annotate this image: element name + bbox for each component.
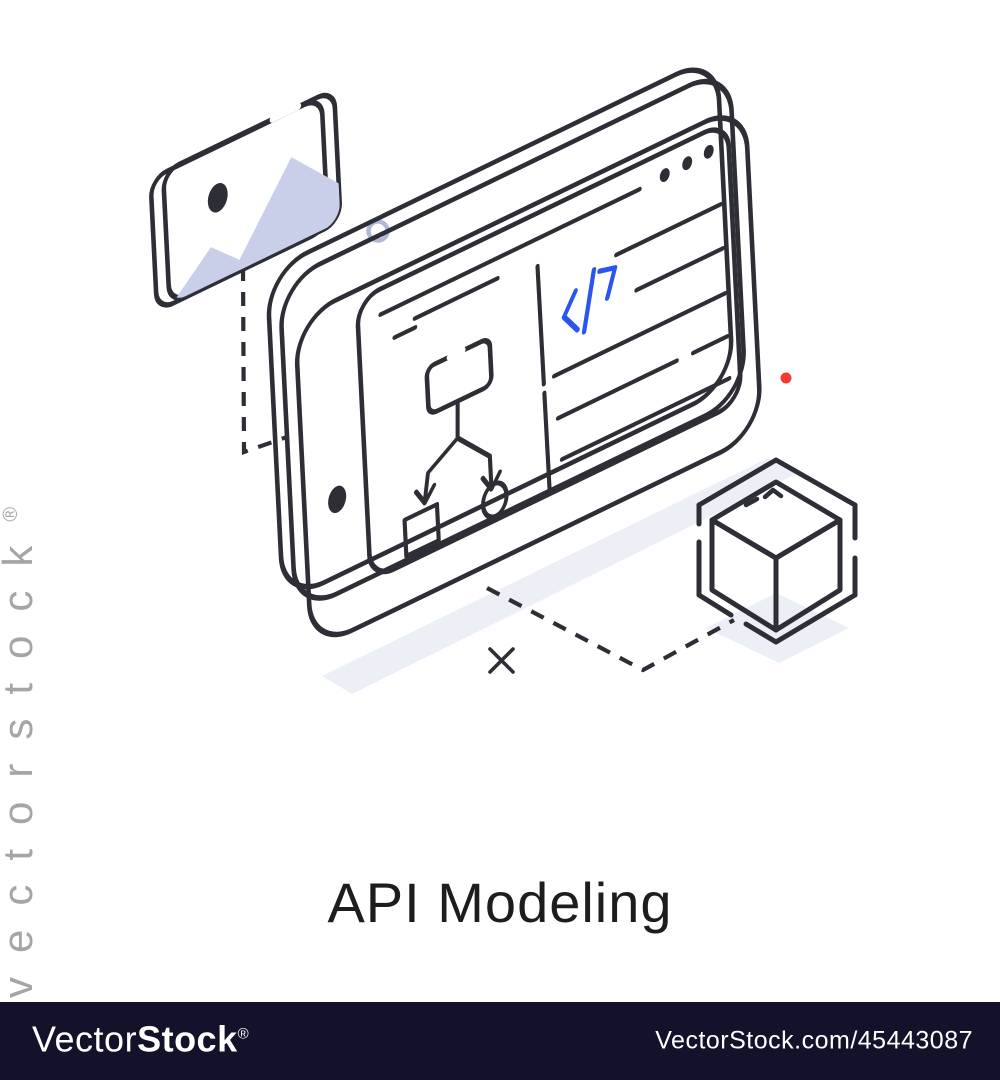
flowchart-node-ellipse <box>481 480 509 520</box>
image-title: API Modeling <box>327 871 673 934</box>
cross-icon <box>488 647 515 674</box>
tablet-shadow <box>322 458 796 694</box>
vectorstock-footer-bar: VectorStock® VectorStock.com/45443087 <box>0 1002 1000 1080</box>
mountain-shape-small <box>173 247 251 303</box>
cube-icon <box>696 457 858 645</box>
code-icon <box>561 265 618 335</box>
vectorstock-logo: VectorStock® <box>32 1018 249 1060</box>
tablet <box>266 67 762 638</box>
flowchart-icon <box>392 275 509 559</box>
registered-mark: ® <box>0 506 22 522</box>
logo-stock: Stock <box>137 1018 238 1060</box>
cube-right-face <box>773 517 843 633</box>
vectorstock-vertical-watermark: vectorstock® <box>0 507 42 998</box>
tablet-dark-side <box>279 78 746 601</box>
url-bar-line <box>378 186 642 317</box>
red-dot-icon <box>780 372 792 384</box>
image-placeholder-icon <box>149 92 342 308</box>
flowchart-arrow-left <box>414 399 460 506</box>
vectorstock-url: VectorStock.com/45443087 <box>655 1026 973 1055</box>
flowchart-node-square <box>402 501 441 559</box>
image-dot <box>207 182 228 213</box>
flowchart-arrow-right <box>455 435 502 492</box>
pane-divider <box>535 263 552 493</box>
tablet-face <box>294 115 762 638</box>
connector-dashed-right <box>486 586 736 673</box>
code-text-lines <box>552 201 732 462</box>
vertical-watermark-text: vectorstock <box>0 521 41 998</box>
api-modeling-illustration <box>149 67 858 694</box>
logo-registered-mark: ® <box>237 1025 250 1043</box>
mountain-shape <box>232 157 341 274</box>
camera-dot <box>328 485 347 514</box>
connector-dashed-left <box>240 266 288 455</box>
browser-dots <box>659 144 714 183</box>
logo-vector: Vector <box>32 1018 138 1060</box>
browser-window <box>355 127 743 575</box>
